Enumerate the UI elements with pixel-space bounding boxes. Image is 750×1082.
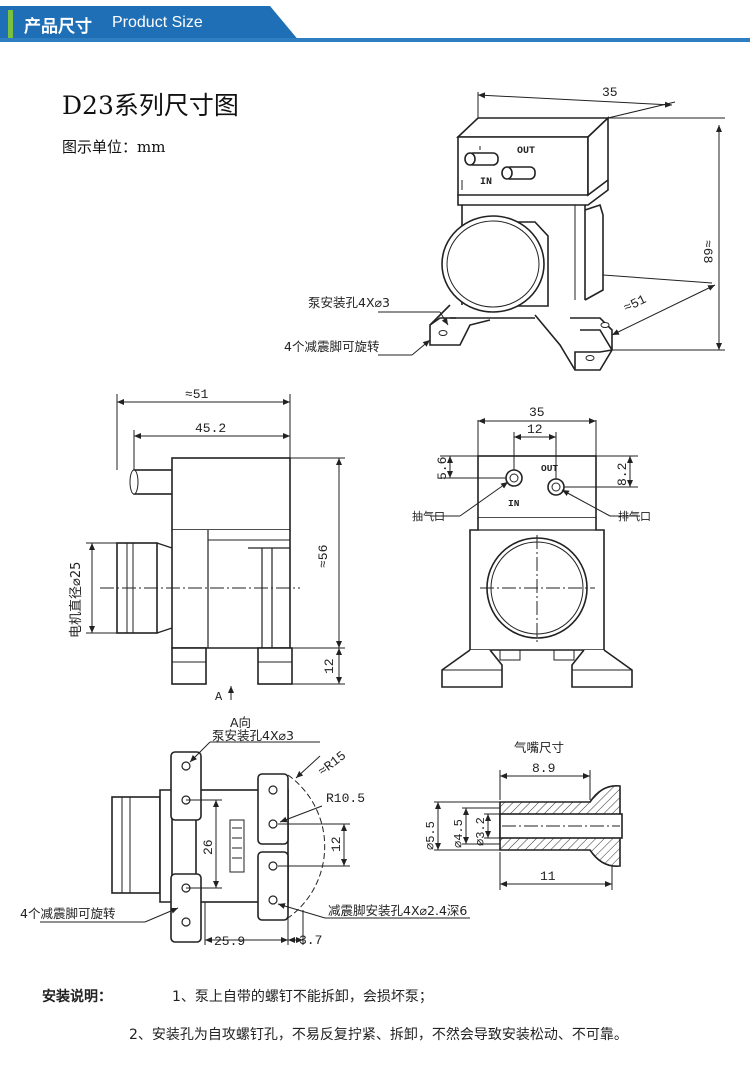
bottom-dim-26: 26 <box>201 839 216 855</box>
iso-in-label: IN <box>480 177 492 188</box>
side-dim-body: 45.2 <box>195 421 226 436</box>
bottom-view <box>40 741 470 945</box>
iso-out-label: OUT <box>517 146 535 157</box>
front-labels: 35 12 5.6 8.2 OUT IN 抽气口 排气口 <box>412 405 651 523</box>
nozzle-dim-3-2: ⌀3.2 <box>474 817 488 846</box>
bottom-view-title: A向 <box>230 715 251 730</box>
header-title-cn: 产品尺寸 <box>24 17 92 37</box>
side-dim-total: ≈51 <box>185 387 209 402</box>
bottom-dim-25-9: 25.9 <box>214 934 245 949</box>
install-notes: 安装说明： 1、泵上自带的螺钉不能拆卸，会损坏泵； 2、安装孔为自攻螺钉孔，不易… <box>42 986 628 1043</box>
bottom-dim-3-7: 3.7 <box>299 933 322 948</box>
nozzle-view <box>434 770 623 890</box>
nozzle-labels: 气嘴尺寸 8.9 ⌀5.5 ⌀4.5 ⌀3.2 11 <box>424 740 564 884</box>
bottom-dim-r10: R10.5 <box>326 791 365 806</box>
iso-view <box>378 92 725 371</box>
nozzle-title: 气嘴尺寸 <box>514 740 564 755</box>
note-1: 1、泵上自带的螺钉不能拆卸，会损坏泵； <box>172 989 433 1005</box>
section-header: 产品尺寸 Product Size <box>0 0 750 42</box>
notes-label: 安装说明： <box>42 989 112 1005</box>
nozzle-dim-4-5: ⌀4.5 <box>452 819 466 848</box>
front-view <box>430 418 640 688</box>
header-tab <box>0 6 300 42</box>
bottom-mount-hole-callout: 泵安装孔4X⌀3 <box>212 728 294 743</box>
nozzle-dim-11: 11 <box>540 869 556 884</box>
front-dim-right: 8.2 <box>615 463 630 486</box>
front-outlet-label: 排气口 <box>618 509 651 523</box>
side-dim-feet: 12 <box>322 658 337 674</box>
header-title-en: Product Size <box>112 14 203 31</box>
nozzle-dim-8-9: 8.9 <box>532 761 555 776</box>
bottom-feet-hole-callout: 减震脚安装孔4X⌀2.4深6 <box>328 903 467 918</box>
side-labels: ≈51 45.2 ≈56 12 电机直径⌀25 A <box>69 387 337 704</box>
iso-feet-callout: 4个减震脚可旋转 <box>284 339 379 354</box>
note-2: 2、安装孔为自攻螺钉孔，不易反复拧紧、拆卸，不然会导致安装松动、不可靠。 <box>129 1027 628 1043</box>
iso-dim-width: 35 <box>602 85 618 100</box>
iso-dim-depth: ≈51 <box>621 292 649 316</box>
bottom-feet-callout: 4个减震脚可旋转 <box>20 906 115 921</box>
side-view <box>86 394 345 700</box>
front-in-label: IN <box>508 498 520 509</box>
side-dim-height: ≈56 <box>316 545 331 568</box>
side-arrow-label: A <box>215 690 223 704</box>
front-out-label: OUT <box>541 463 558 474</box>
page-title: D23系列尺寸图 <box>62 91 239 120</box>
front-dim-spacing: 12 <box>527 422 543 437</box>
front-dim-width: 35 <box>529 405 545 420</box>
header-accent <box>8 10 13 38</box>
iso-labels: OUT IN 35 ≈68 ≈51 泵安装孔4X⌀3 4个减震脚可旋转 <box>284 85 715 354</box>
nozzle-dim-5-5: ⌀5.5 <box>424 821 438 850</box>
side-motor-diameter: 电机直径⌀25 <box>69 562 84 638</box>
header-underline <box>0 38 750 42</box>
iso-dim-height: ≈68 <box>700 240 715 263</box>
iso-mount-hole-callout: 泵安装孔4X⌀3 <box>308 295 390 310</box>
bottom-dim-12: 12 <box>329 836 344 852</box>
bottom-dim-r15: ≈R15 <box>315 748 349 779</box>
front-inlet-label: 抽气口 <box>412 509 445 523</box>
unit-label: 图示单位：mm <box>62 138 166 156</box>
front-dim-left: 5.6 <box>435 457 450 480</box>
